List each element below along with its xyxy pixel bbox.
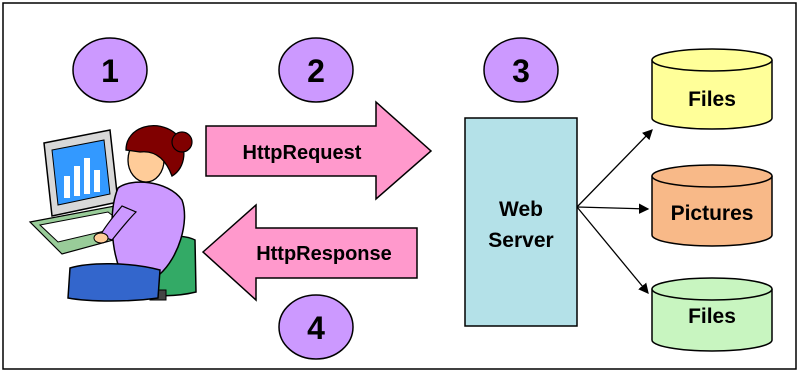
http-response-arrow: HttpResponse bbox=[201, 203, 418, 302]
database-cylinder-icon bbox=[651, 277, 773, 352]
http-response-label: HttpResponse bbox=[256, 243, 392, 265]
database-cylinder-icon bbox=[651, 164, 773, 247]
step-number-3: 3 bbox=[512, 53, 530, 89]
storage-label-files-top: Files bbox=[688, 88, 736, 111]
storage-cylinder-pictures: Pictures bbox=[651, 164, 773, 247]
person-at-computer-icon bbox=[28, 125, 197, 302]
step-number-2: 2 bbox=[307, 53, 325, 89]
step-circle-3: 3 bbox=[483, 37, 559, 103]
database-cylinder-icon bbox=[651, 48, 773, 130]
step-circle-2: 2 bbox=[278, 37, 354, 103]
connector-arrow-pictures bbox=[576, 203, 650, 214]
http-request-arrow: HttpRequest bbox=[205, 100, 433, 201]
connector-arrow-files-top bbox=[576, 129, 653, 208]
storage-label-files-bottom: Files bbox=[688, 305, 736, 328]
web-server-box: Web Server bbox=[464, 117, 578, 327]
storage-cylinder-files-bottom: Files bbox=[651, 277, 773, 352]
storage-label-pictures: Pictures bbox=[671, 202, 754, 225]
connector-arrow-files-bottom bbox=[576, 206, 649, 295]
step-circle-1: 1 bbox=[72, 37, 148, 103]
storage-cylinder-files-top: Files bbox=[651, 48, 773, 130]
web-server-label-line1: Web bbox=[499, 198, 543, 221]
step-circle-4: 4 bbox=[278, 294, 354, 360]
http-request-label: HttpRequest bbox=[243, 142, 362, 164]
web-server-label-line2: Server bbox=[488, 229, 553, 252]
step-number-4: 4 bbox=[307, 310, 325, 346]
step-number-1: 1 bbox=[101, 53, 119, 89]
